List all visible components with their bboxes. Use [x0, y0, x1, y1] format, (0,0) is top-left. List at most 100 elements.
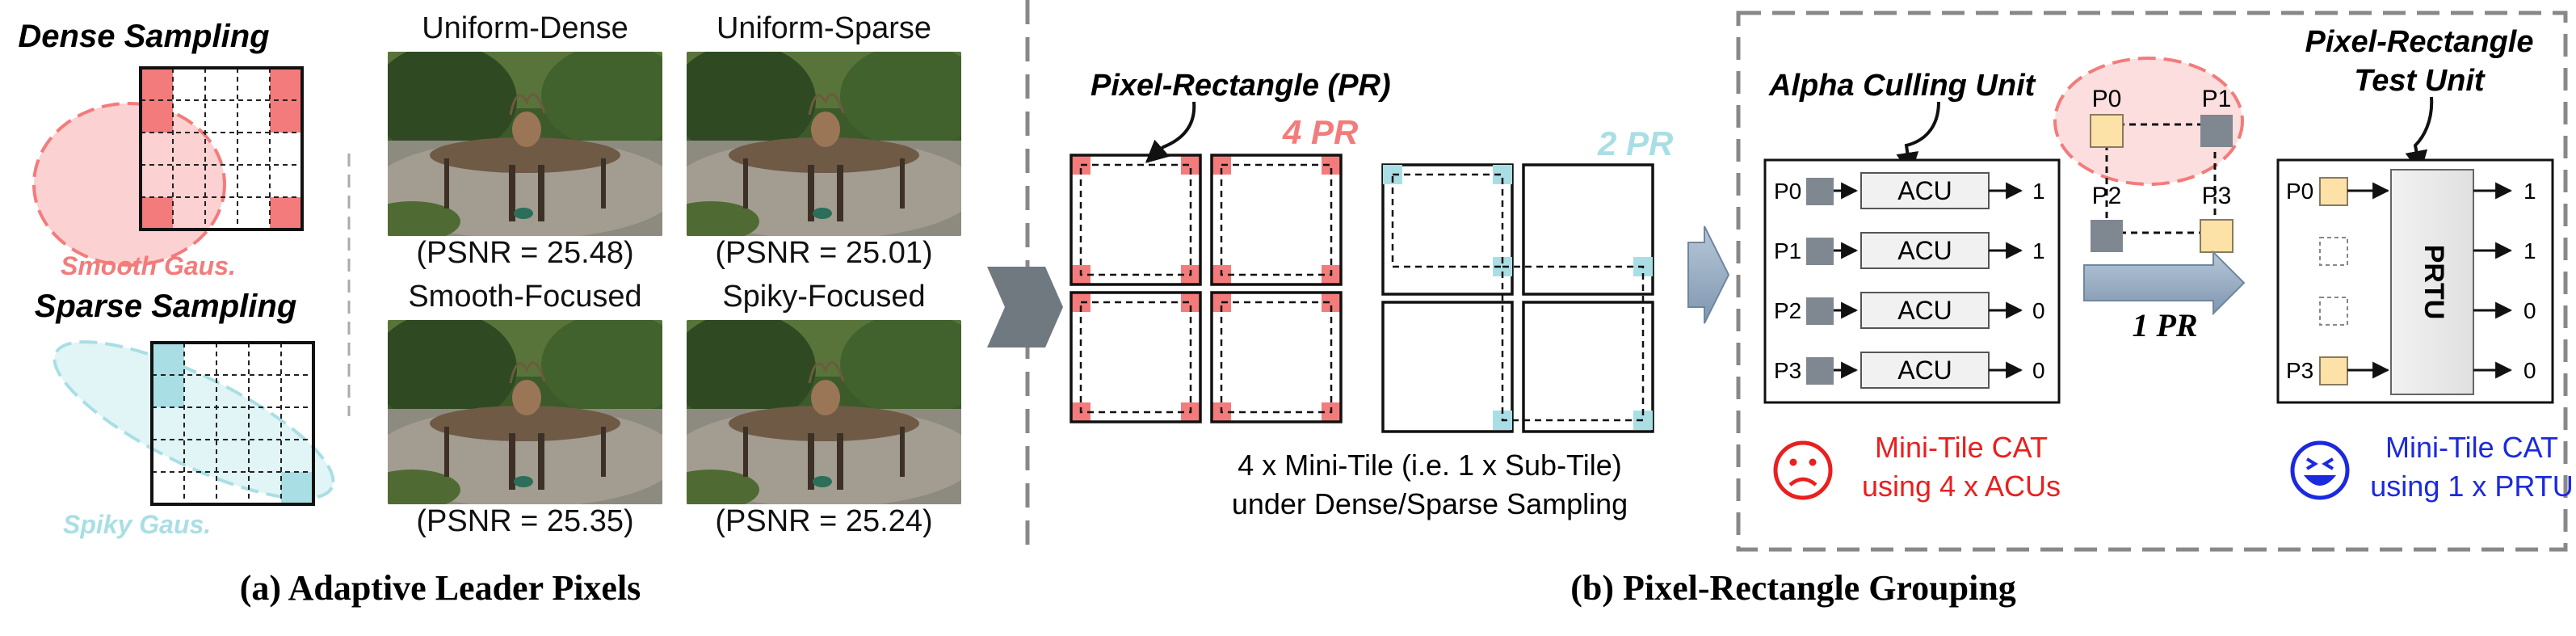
- dense-sampling-grid: [139, 66, 304, 231]
- psnr-uniform-sparse: (PSNR = 25.01): [715, 236, 933, 270]
- pixel-square: [1806, 297, 1834, 325]
- leader-pixel-cell: [141, 100, 173, 133]
- acu-output: 1: [2032, 179, 2045, 204]
- prtu-pointer-arrow: [2405, 96, 2434, 174]
- pr4-label: 4 PR: [1282, 113, 1359, 151]
- acu-output: 0: [2032, 358, 2045, 383]
- smooth-gaussian-ellipse: [32, 102, 226, 267]
- corner-pixel-p1: [2200, 115, 2233, 147]
- pixel-rectangle-outline: [1220, 301, 1333, 414]
- sparse-mini-tile: [1381, 163, 1514, 296]
- leader-pixel-cell: [270, 197, 302, 230]
- photo-title-uniform-sparse: Uniform-Sparse: [716, 11, 932, 45]
- pixel-square-empty: [2319, 297, 2348, 326]
- acu-row: P1 ACU 1: [1774, 232, 2045, 269]
- acu-unit-label: ACU: [1897, 296, 1952, 325]
- photo-uniform-sparse: [687, 52, 961, 236]
- pixel-rectangle-title: Pixel-Rectangle (PR): [1090, 69, 1391, 103]
- acu-pointer-arrow: [1896, 101, 1940, 175]
- acu-note-line1: Mini-Tile CAT: [1875, 431, 2048, 464]
- panel-a-caption: (a) Adaptive Leader Pixels: [240, 568, 641, 608]
- acu-output: 1: [2032, 238, 2045, 263]
- sparse-mini-tile: [1522, 163, 1654, 296]
- pixel-rectangle-outline: [2105, 123, 2217, 234]
- prtu-row: 1: [2319, 237, 2536, 266]
- pixel-rectangle-outline: [1501, 265, 1645, 422]
- pixel-square: [2319, 177, 2348, 206]
- pr2-label: 2 PR: [1597, 124, 1674, 162]
- prtu-unit-label: PRTU: [2418, 245, 2449, 320]
- pr-pointer-arrow: [1145, 101, 1196, 163]
- leader-pixel-cell: [281, 472, 313, 504]
- photo-smooth-focused: [388, 320, 662, 504]
- corner-pixel-p2: [2091, 220, 2123, 252]
- leader-pixel-cell: [141, 68, 173, 100]
- pixel-rectangle-outline: [1079, 301, 1192, 414]
- acu-note-line2: using 4 x ACUs: [1862, 470, 2061, 503]
- chevron-arrow-icon: [987, 267, 1063, 347]
- acu-unit: [1860, 292, 1990, 329]
- flow-arrow-icon: [1687, 225, 1730, 324]
- corner-label-p0: P0: [2092, 86, 2122, 112]
- acu-row: P3 ACU 0: [1774, 352, 2045, 389]
- photo-uniform-dense: [388, 52, 662, 236]
- sparse-mini-tile: [1522, 301, 1654, 433]
- leader-pixel-cell: [270, 68, 302, 100]
- pixel-label: P3: [1774, 358, 1801, 383]
- prtu-output: 1: [2523, 238, 2536, 263]
- dense-mini-tile: [1069, 291, 1202, 423]
- dense-mini-tile: [1210, 154, 1343, 286]
- smooth-gaussian-label: Smooth Gaus.: [61, 251, 236, 280]
- pixel-label: P0: [2286, 179, 2313, 204]
- pixel-label: P0: [1774, 179, 1801, 204]
- pixel-square: [2319, 356, 2348, 385]
- acu-output: 0: [2032, 298, 2045, 323]
- gaussian-ellipse: [2053, 57, 2244, 186]
- pixel-rectangle-outline: [1220, 163, 1333, 276]
- acu-unit-label: ACU: [1897, 236, 1952, 265]
- one-pr-label: 1 PR: [2132, 307, 2197, 343]
- dense-sampling-title: Dense Sampling: [18, 19, 269, 54]
- pixel-rectangle-outline: [1079, 163, 1192, 276]
- prtu-note-line1: Mini-Tile CAT: [2385, 431, 2558, 464]
- pixel-label: P1: [1774, 238, 1801, 263]
- leader-pixel-cell: [141, 197, 173, 230]
- photo-title-uniform-dense: Uniform-Dense: [422, 11, 628, 45]
- photo-scene: [388, 52, 662, 236]
- corner-pixel-p0: [2090, 114, 2124, 148]
- sparse-mini-tile: [1381, 301, 1514, 433]
- acu-unit: [1860, 352, 1990, 389]
- photo-scene: [388, 320, 662, 504]
- acu-unit-label: ACU: [1897, 356, 1952, 385]
- psnr-smooth-focused: (PSNR = 25.35): [416, 504, 634, 538]
- prtu-title-line2: Test Unit: [2354, 64, 2485, 98]
- pixel-label: P3: [2286, 358, 2313, 383]
- sparse-sampling-grid: [150, 341, 315, 506]
- leader-pixel-cell: [152, 343, 184, 375]
- dense-mini-tile: [1069, 154, 1202, 286]
- pixel-square-empty: [2319, 237, 2348, 266]
- prtu-row: P3 0: [2286, 356, 2536, 385]
- comparison-box: [1736, 11, 2568, 552]
- photo-title-smooth-focused: Smooth-Focused: [408, 280, 642, 314]
- corner-label-p1: P1: [2202, 86, 2232, 112]
- pixel-square: [1806, 238, 1834, 265]
- prtu-output: 0: [2523, 298, 2536, 323]
- photo-scene: [687, 320, 961, 504]
- prtu-title-line1: Pixel-Rectangle: [2305, 25, 2534, 59]
- acu-title: Alpha Culling Unit: [1768, 69, 2036, 103]
- acu-unit: [1860, 232, 1990, 269]
- pixel-square: [1806, 357, 1834, 385]
- leader-pixel-cell: [152, 375, 184, 407]
- photo-title-spiky-focused: Spiky-Focused: [722, 280, 926, 314]
- minitile-caption-line1: 4 x Mini-Tile (i.e. 1 x Sub-Tile): [1238, 449, 1621, 482]
- prtu-row: 0: [2319, 297, 2536, 326]
- pixel-rectangle-outline: [1391, 173, 1504, 268]
- corner-label-p2: P2: [2092, 183, 2122, 209]
- leader-pixel-cell: [270, 100, 302, 133]
- prtu-output: 0: [2523, 358, 2536, 383]
